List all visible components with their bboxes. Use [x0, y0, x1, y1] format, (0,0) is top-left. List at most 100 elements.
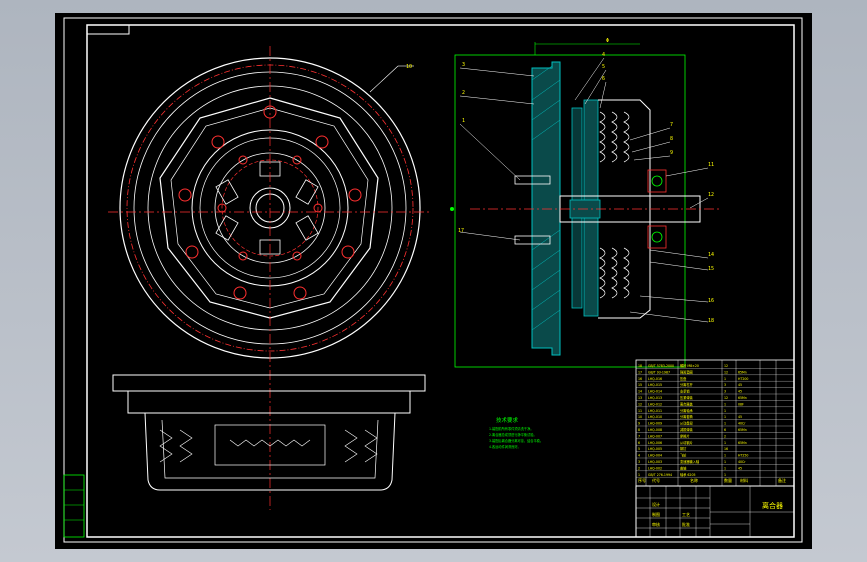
- bom-cell: 65Mn: [738, 441, 747, 445]
- leader-front: [369, 65, 399, 93]
- bom-cell: 1: [724, 422, 726, 426]
- bom-cell: 65Mn: [738, 370, 747, 374]
- corner-box: [86, 24, 130, 35]
- bom-cell: 11: [638, 409, 642, 413]
- callout-1: 1: [462, 118, 465, 124]
- bom-cell: 1: [724, 473, 726, 477]
- callout-12: 12: [708, 192, 714, 198]
- bom-cell: 2: [724, 434, 726, 438]
- callout-7: 7: [670, 122, 673, 128]
- bom-cell: GB/T 93-1987: [648, 370, 670, 374]
- bom-cell: 12: [638, 402, 642, 406]
- bom-cell: 3: [724, 383, 726, 387]
- bom-cell: 曲轴: [680, 465, 686, 470]
- bom-cell: 从动盘毂: [680, 421, 694, 426]
- bom-cell: 12: [724, 396, 728, 400]
- bom-cell: 螺栓 M8×20: [680, 363, 699, 368]
- bom-cell: 铆钉: [680, 446, 687, 451]
- bom-cell: 1: [724, 460, 726, 464]
- bom-cell: 3: [724, 390, 726, 394]
- callout-17: 17: [458, 228, 464, 234]
- inner-frame: [86, 24, 795, 538]
- bom-cell: LHQ-016: [648, 377, 662, 381]
- callout-9: 9: [670, 150, 673, 156]
- bom-cell: 离合器盖: [680, 401, 694, 406]
- bom-cell: 5: [638, 447, 640, 451]
- bom-cell: 4: [638, 454, 640, 458]
- bom-cell: 分离套筒: [680, 414, 693, 419]
- bom-cell: 减振弹簧: [680, 427, 694, 432]
- bom-cell: 6: [724, 428, 726, 432]
- section-callouts: 3 2 1 17 4 5 6 7 8 9 11 12 14 15 16 18 1…: [406, 38, 714, 324]
- bom-cell: 14: [638, 390, 642, 394]
- bom-cell: 变速器输入轴: [680, 459, 699, 464]
- bom-header-code: 代号: [652, 477, 660, 483]
- callout-8: 8: [670, 136, 673, 142]
- bom-cell: 压紧弹簧: [680, 395, 694, 400]
- dimension-top: Φ: [606, 38, 609, 44]
- bom-cell: 8: [638, 428, 640, 432]
- bom-cell: 45: [738, 415, 742, 419]
- bom-cell: LHQ-005: [648, 447, 662, 451]
- bom-cell: 1: [724, 441, 726, 445]
- callout-15: 15: [708, 266, 714, 272]
- bom-cell: 16: [724, 447, 728, 451]
- bom-cell: 15: [638, 383, 642, 387]
- bom-cell: 40Cr: [738, 460, 746, 464]
- plan-view: [112, 374, 426, 491]
- callout-6: 6: [602, 76, 605, 82]
- callout-3: 3: [462, 62, 465, 68]
- bom-cell: LHQ-004: [648, 454, 662, 458]
- callout-4: 4: [602, 52, 605, 58]
- note-line-3: 3.装配后离合器分离可靠，结合平稳。: [489, 438, 543, 443]
- bom-cell: 40Cr: [738, 422, 746, 426]
- bom-cell: 12: [724, 370, 728, 374]
- bom-cell: 1: [638, 473, 640, 477]
- title-block: 设计 制图 审核 工艺 批准 离合器: [635, 485, 795, 538]
- bom-cell: LHQ-014: [648, 390, 662, 394]
- bom-cell: 45: [738, 383, 742, 387]
- bom-cell: 08F: [738, 402, 744, 406]
- bom-cell: LHQ-015: [648, 383, 662, 387]
- bom-header-material: 材料: [740, 477, 748, 483]
- note-line-2: 2.离合器总成须进行静平衡试验。: [489, 432, 537, 437]
- bom-header-no: 序号: [638, 477, 646, 483]
- sign-process: 工艺: [682, 512, 690, 517]
- bolt-holes: [178, 105, 362, 300]
- bom-cell: 弹簧垫圈: [680, 369, 693, 374]
- bom-cell: LHQ-003: [648, 460, 662, 464]
- bom-cell: 65Mn: [738, 396, 747, 400]
- left-stamp-box: [63, 474, 85, 538]
- bom-cell: 3: [638, 460, 640, 464]
- bom-cell: LHQ-007: [648, 434, 662, 438]
- bom-cell: 45: [738, 466, 742, 470]
- insertion-marker: [450, 207, 454, 211]
- bom-cell: LHQ-002: [648, 466, 662, 470]
- bom-cell: 轴承 6205: [680, 472, 696, 477]
- bom-cell: 飞轮: [680, 453, 687, 458]
- bom-cell: 10: [638, 415, 642, 419]
- bom-cell: 1: [724, 466, 726, 470]
- bom-cell: HT200: [738, 377, 748, 381]
- bom-cell: 1: [724, 377, 726, 381]
- outer-frame: [63, 17, 803, 543]
- callout-11: 11: [708, 162, 714, 168]
- technical-notes: 技术要求 1.装配前所有零件须清洗干净。 2.离合器总成须进行静平衡试验。 3.…: [489, 416, 543, 449]
- callout-10: 10: [406, 64, 412, 70]
- bom-header-name: 名称: [690, 477, 698, 483]
- drawing-sheet: [55, 13, 812, 549]
- bom-cell: LHQ-012: [648, 402, 662, 406]
- bom-cell: 支承销: [680, 389, 690, 394]
- bom-cell: 16: [638, 377, 642, 381]
- bom-cell: LHQ-011: [648, 409, 662, 413]
- bom-cell: 1: [724, 402, 726, 406]
- sign-approve: 批准: [682, 521, 690, 527]
- bom-cell: 摩擦片: [680, 433, 690, 438]
- section-view: [454, 42, 720, 368]
- bom-cell: 18: [638, 364, 642, 368]
- sign-drawing: 制图: [652, 511, 660, 517]
